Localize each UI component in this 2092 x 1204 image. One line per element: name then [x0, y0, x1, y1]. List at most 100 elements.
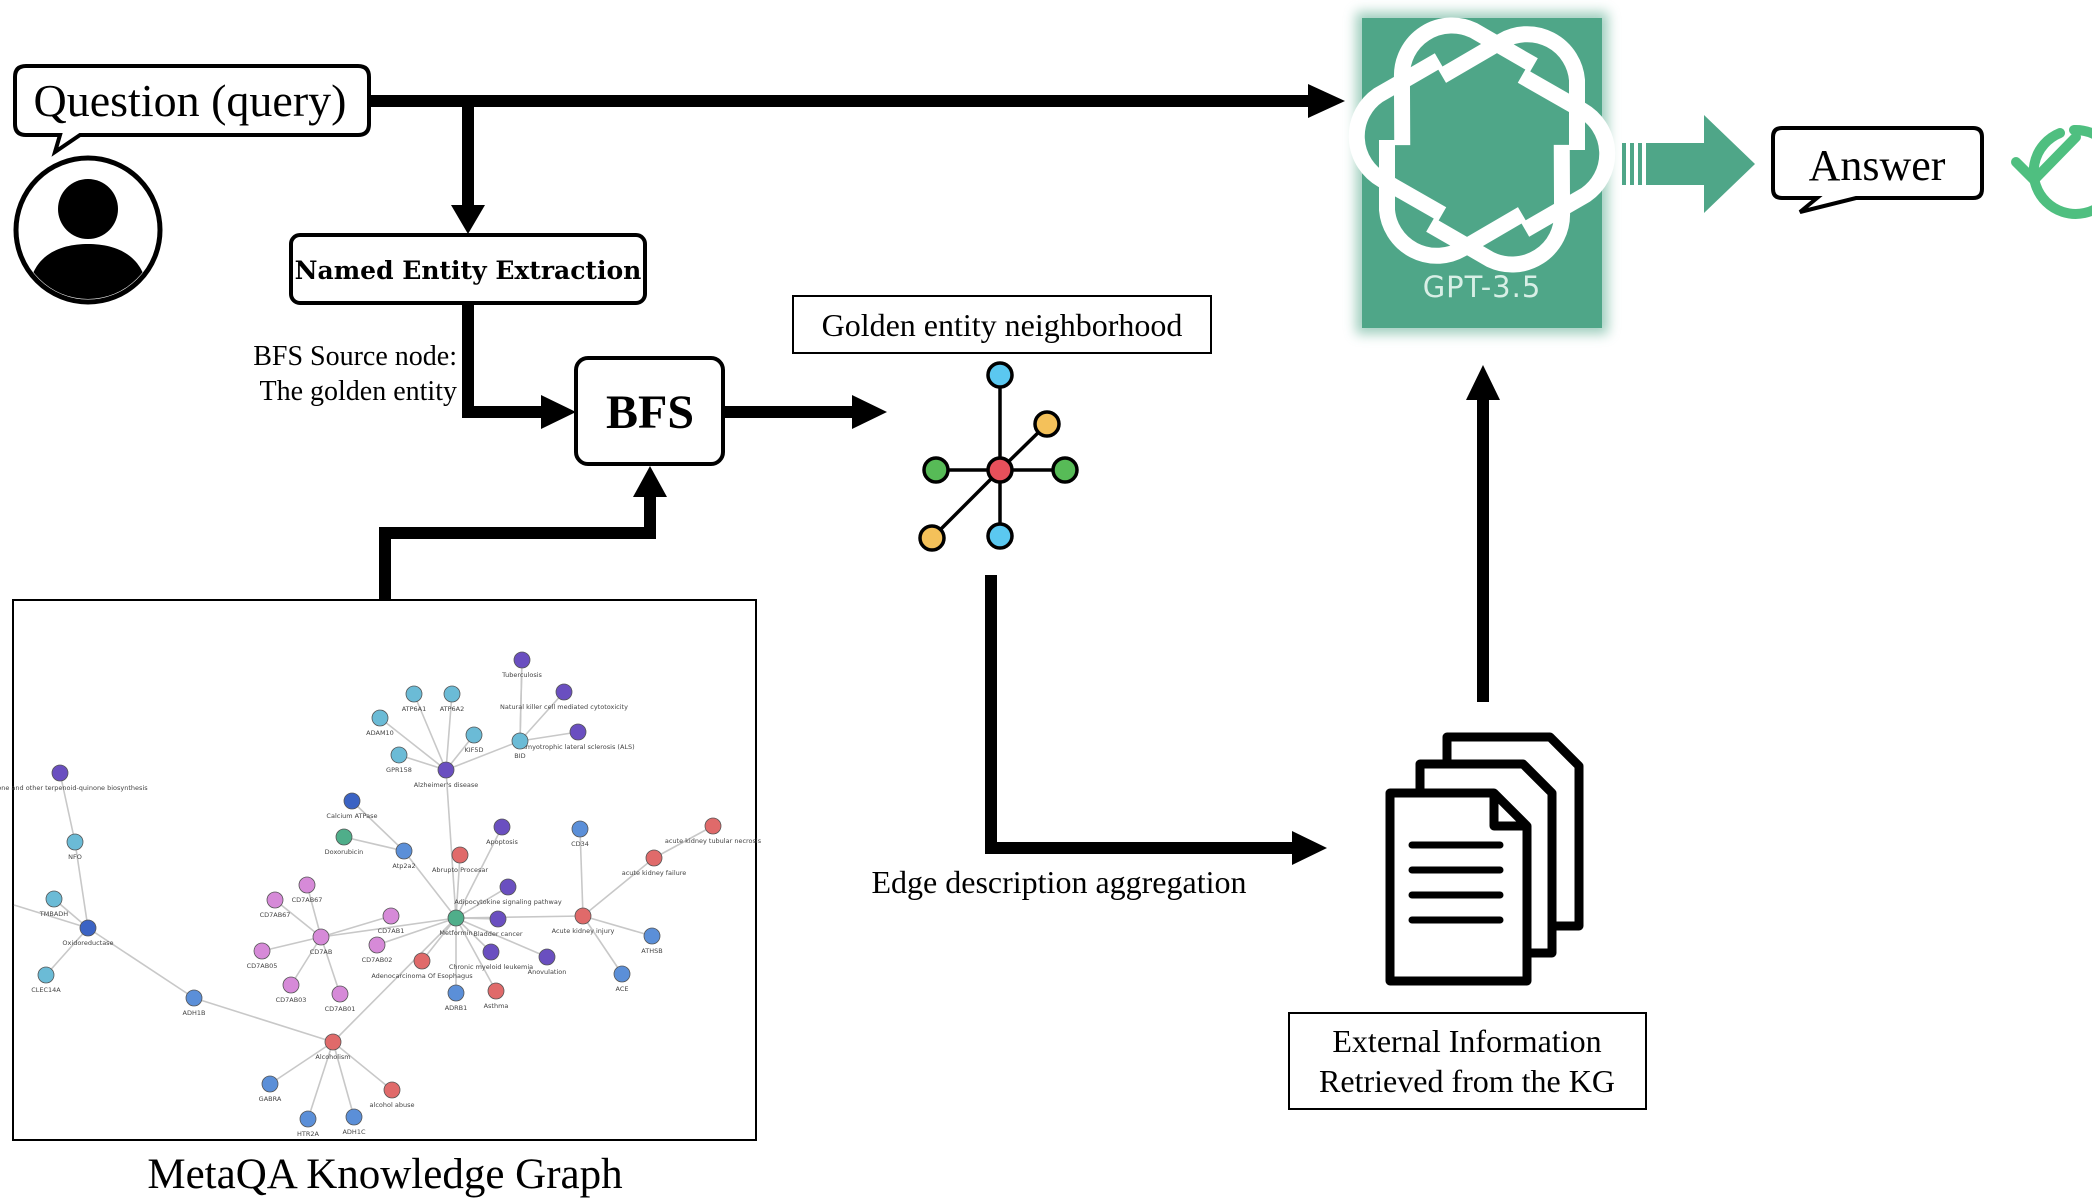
kg-node-label: Alzheimer's disease [414, 781, 479, 789]
kg-node-dot [261, 1075, 279, 1093]
golden-neighborhood-box: Golden entity neighborhood [792, 295, 1212, 354]
kg-node-label: Abrupto Procesar [432, 866, 488, 874]
kg-node: Oxidoreductase [62, 919, 114, 947]
checkmark-icon [2011, 124, 2092, 219]
kg-node-label: ADH1C [342, 1128, 365, 1136]
kg-node-label: HTR2A [297, 1130, 320, 1138]
question-label: Question (query) [34, 75, 347, 126]
kg-edge [193, 997, 334, 1043]
kg-node: Alzheimer's disease [414, 761, 479, 789]
bfs-label: BFS [606, 386, 694, 439]
kg-edge [455, 917, 497, 992]
kg-node: CD7AB02 [362, 936, 392, 964]
kg-edge [45, 927, 89, 976]
kg-node-label: Chronic myeloid leukemia [449, 963, 533, 971]
kg-node: Chronic myeloid leukemia [449, 943, 533, 971]
kg-node: Amyotrophic lateral sclerosis (ALS) [521, 723, 635, 751]
kg-node-label: CD7AB03 [276, 996, 307, 1004]
arrowhead-gpt [1308, 84, 1345, 118]
kg-node: GPR158 [386, 746, 412, 774]
kg-node: Tuberculosis [501, 651, 543, 679]
kg-edge [455, 917, 548, 958]
question-bubble: Question (query) [13, 64, 371, 157]
kg-node-dot [395, 842, 413, 860]
kg-edge [403, 850, 457, 919]
kg-edge [445, 693, 453, 771]
kg-edge [379, 717, 447, 771]
user-icon [13, 155, 163, 305]
gpt-label: GPT-3.5 [1423, 270, 1542, 304]
kg-edge [579, 828, 584, 917]
kg-edge [653, 825, 714, 859]
kg-edge [306, 884, 322, 938]
kg-node-dot [443, 685, 461, 703]
kg-node: GABRA [259, 1075, 282, 1103]
kg-node-dot [390, 746, 408, 764]
kg-edge [307, 1041, 334, 1120]
edge-aggregation-label: Edge description aggregation [872, 864, 1247, 900]
kg-node-label: Acute kidney injury [552, 927, 615, 935]
kg-edge [87, 927, 195, 999]
kg-node-label: Apoptosis [486, 838, 518, 846]
kg-node-label: CD34 [571, 840, 589, 848]
kg-node-label: TMBADH [39, 910, 68, 918]
kg-node-label: CD7AB [310, 948, 333, 956]
arrow-neighborhood-to-docs [985, 575, 1295, 854]
kg-edge [421, 917, 457, 962]
kg-node-label: Calcium ATPase [326, 812, 377, 820]
kg-node-dot [499, 878, 517, 896]
kg-node-label: Amyotrophic lateral sclerosis (ALS) [521, 743, 634, 751]
kg-node: CD7AB1 [378, 907, 404, 935]
kg-node-dot [37, 966, 55, 984]
kg-edge [13, 904, 89, 929]
kg-node-dot [447, 909, 465, 927]
kg-node: ADRB1 [445, 984, 467, 1012]
kg-node: Alcoholism [315, 1033, 351, 1061]
kg-node-dot [298, 876, 316, 894]
kg-node-label: GPR158 [386, 766, 412, 774]
kg-edge [332, 1041, 355, 1118]
kg-node: CLEC14A [31, 966, 61, 994]
arrowhead-docs [1292, 831, 1327, 865]
kg-node-dot [487, 982, 505, 1000]
kg-node-dot [482, 943, 500, 961]
kg-node-dot [345, 1108, 363, 1126]
kg-edge [261, 936, 322, 952]
kg-edge [455, 826, 503, 919]
kg-node: acute kidney failure [622, 849, 686, 877]
kg-node-dot [613, 965, 631, 983]
kg-node: NFO [66, 833, 84, 861]
kg-node-label: CD7AB67 [260, 911, 291, 919]
kg-node-label: Adenocarcinoma Of Esophagus [371, 972, 473, 980]
kg-node-dot [574, 907, 592, 925]
kg-edge [320, 915, 392, 938]
kg-node-dot [538, 948, 556, 966]
kg-node-label: Alcoholism [315, 1053, 350, 1061]
kg-edge [582, 857, 655, 917]
arrowhead-gpt-bottom [1466, 365, 1500, 400]
kg-node-label: ACE [616, 985, 629, 993]
kg-node-dot [451, 846, 469, 864]
arrowhead-bfs-left [541, 395, 576, 429]
kg-node: ATP6A1 [402, 685, 426, 713]
kg-node-label: acute kidney tubular necrosis [665, 837, 762, 845]
kg-node-label: ADAM10 [366, 729, 394, 737]
kg-node: ATP6A2 [440, 685, 464, 713]
kg-node-label: GABRA [259, 1095, 282, 1103]
kg-node: Acute kidney injury [552, 907, 615, 935]
kg-node-dot [447, 984, 465, 1002]
kg-node: CD7AB01 [325, 985, 355, 1013]
kg-node-label: NFO [68, 853, 82, 861]
kg-node-label: alcohol abuse [370, 1101, 415, 1109]
kg-node-label: Ubiquinone and other terpenoid-quinone b… [0, 784, 148, 792]
kg-node-dot [571, 820, 589, 838]
kg-edge [269, 1041, 334, 1085]
kg-edge [519, 659, 523, 742]
kg-node-label: BID [514, 752, 525, 760]
kg-node: Doxorubicin [325, 828, 363, 856]
kg-node-dot [79, 919, 97, 937]
external-info-line1: External Information [1332, 1023, 1601, 1059]
